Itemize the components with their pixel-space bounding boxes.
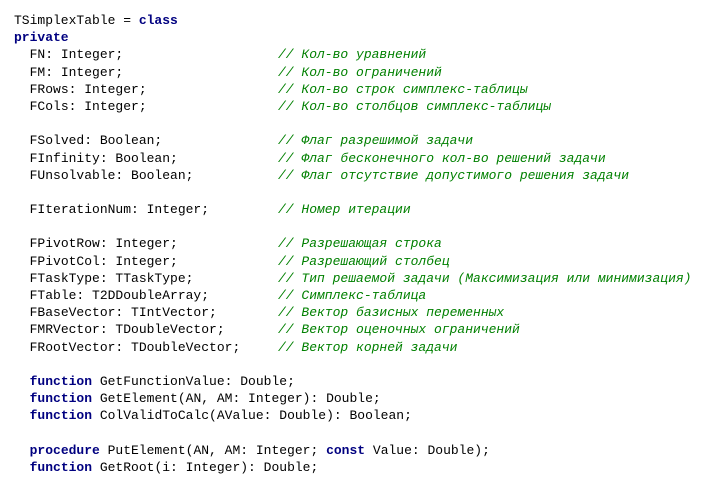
keyword: procedure	[29, 442, 100, 458]
code-comment: // Флаг отсутствие допустимого решения з…	[278, 167, 630, 183]
indent	[14, 133, 30, 148]
code-text: TSimplexTable =	[14, 13, 139, 28]
code-text: FMRVector: TDoubleVector;	[29, 322, 225, 338]
code-comment: // Разрешающий столбец	[278, 253, 450, 269]
code-line: FTaskType: TTaskType; // Тип решаемой зад…	[14, 270, 692, 287]
code-line: FPivotRow: Integer; // Разрешающая строка	[14, 235, 490, 252]
code-line: FRootVector: TDoubleVector; // Вектор кор…	[14, 339, 490, 356]
indent	[14, 288, 30, 303]
code-line: FN: Integer; // Кол-во уравнений	[14, 46, 490, 63]
code-text: FCols: Integer;	[29, 98, 147, 114]
code-line: FInfinity: Boolean; // Флаг бесконечного …	[14, 150, 606, 167]
indent	[14, 305, 30, 320]
keyword: function	[29, 391, 93, 407]
code-comment: // Номер итерации	[278, 202, 411, 218]
code-comment: // Кол-во уравнений	[278, 47, 427, 63]
indent	[14, 254, 30, 269]
indent	[14, 202, 30, 217]
indent	[14, 82, 30, 97]
indent	[14, 168, 30, 183]
code-line: FMRVector: TDoubleVector; // Вектор оцено…	[14, 321, 520, 338]
indent	[14, 271, 30, 286]
indent	[14, 408, 30, 423]
keyword: function	[29, 408, 93, 424]
code-line	[14, 184, 490, 201]
code-line: procedure PutElement(AN, AM: Integer; co…	[14, 442, 490, 459]
code-line: function GetFunctionValue: Double;	[14, 373, 490, 390]
keyword: class	[138, 13, 178, 28]
code-text: FBaseVector: TIntVector;	[29, 305, 217, 321]
code-text: FRows: Integer;	[29, 81, 147, 97]
code-comment: // Флаг бесконечного кол-во решений зада…	[278, 150, 606, 166]
code-line: FBaseVector: TIntVector; // Вектор базисн…	[14, 304, 505, 321]
code-text: FSolved: Boolean;	[29, 133, 163, 149]
indent	[14, 443, 30, 458]
code-line: FCols: Integer; // Кол-во столбцов симпле…	[14, 98, 551, 115]
indent	[14, 65, 30, 80]
code-comment: // Разрешающая строка	[278, 236, 442, 252]
code-text: GetFunctionValue: Double;	[92, 373, 295, 389]
code-text: FIterationNum: Integer;	[29, 202, 210, 218]
indent	[14, 391, 30, 406]
code-comment: // Флаг разрешимой задачи	[278, 133, 474, 149]
indent	[14, 460, 30, 475]
code-line	[14, 218, 490, 235]
code-comment: // Кол-во столбцов симплекс-таблицы	[278, 98, 552, 114]
indent	[14, 99, 30, 114]
code-text: Value: Double);	[365, 442, 490, 458]
code-comment: // Вектор базисных переменных	[278, 305, 505, 321]
code-line: FM: Integer; // Кол-во ограничений	[14, 64, 490, 81]
code-line: TSimplexTable = class	[14, 12, 490, 29]
code-text: FUnsolvable: Boolean;	[29, 167, 194, 183]
indent	[14, 340, 30, 355]
code-line	[14, 115, 490, 132]
code-line: FTable: T2DDoubleArray; // Симплекс-табли…	[14, 287, 490, 304]
keyword: private	[14, 30, 69, 46]
indent	[14, 47, 30, 62]
code-line: function GetRoot(i: Integer): Double;	[14, 459, 490, 476]
code-text: FRootVector: TDoubleVector;	[29, 339, 241, 355]
code-line: function ColValidToCalc(AValue: Double):…	[14, 407, 490, 424]
code-line	[14, 425, 490, 442]
code-comment: // Кол-во строк симплекс-таблицы	[278, 81, 528, 97]
code-text: FTable: T2DDoubleArray;	[29, 288, 210, 303]
code-comment: // Тип решаемой задачи (Максимизация или…	[278, 270, 692, 286]
code-text: GetElement(AN, AM: Integer): Double;	[92, 391, 381, 407]
keyword: const	[326, 442, 366, 458]
code-line: FIterationNum: Integer; // Номер итерации	[14, 201, 490, 218]
code-text: PutElement(AN, AM: Integer;	[99, 442, 327, 458]
code-text: ColValidToCalc(AValue: Double): Boolean;	[92, 408, 412, 424]
code-comment: // Симплекс-таблица	[278, 288, 427, 303]
code-line: function GetElement(AN, AM: Integer): Do…	[14, 390, 490, 407]
indent	[14, 151, 30, 166]
indent	[14, 322, 30, 337]
indent	[14, 236, 30, 251]
code-line: FPivotCol: Integer; // Разрешающий столбе…	[14, 253, 490, 270]
indent	[14, 374, 30, 389]
code-line: FUnsolvable: Boolean; // Флаг отсутствие …	[14, 167, 629, 184]
code-text: FPivotCol: Integer;	[29, 253, 178, 269]
keyword: function	[29, 373, 93, 389]
code-comment: // Вектор корней задачи	[278, 339, 458, 355]
code-text: GetRoot(i: Integer): Double;	[92, 459, 319, 475]
keyword: function	[29, 459, 93, 475]
code-text: FM: Integer;	[29, 64, 124, 80]
code-line: FRows: Integer; // Кол-во строк симплекс-…	[14, 81, 528, 98]
code-text: FTaskType: TTaskType;	[29, 270, 194, 286]
code-text: FPivotRow: Integer;	[29, 236, 178, 252]
code-text: FN: Integer;	[29, 47, 124, 63]
code-comment: // Вектор оценочных ограничений	[278, 322, 520, 338]
code-text: FInfinity: Boolean;	[29, 150, 178, 166]
code-line: FSolved: Boolean; // Флаг разрешимой зада…	[14, 132, 490, 149]
code-line	[14, 356, 490, 373]
code-line: private	[14, 29, 490, 46]
code-comment: // Кол-во ограничений	[278, 64, 442, 80]
